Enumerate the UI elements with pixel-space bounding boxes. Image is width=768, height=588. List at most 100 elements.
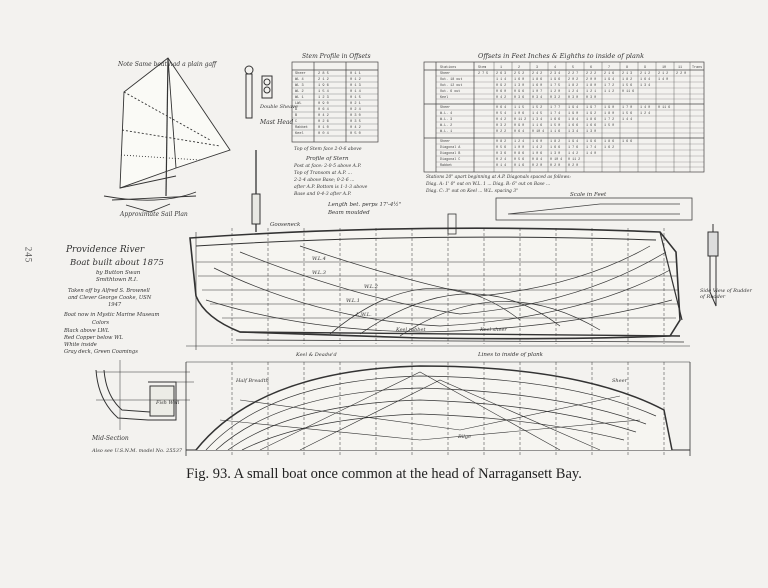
title-line-3: by Button Swan — [96, 270, 141, 276]
svg-text:1 8 2: 1 8 2 — [622, 78, 632, 82]
title-line-4: Smithtown R.I. — [96, 277, 138, 283]
stern-note: Profile of Stern — [305, 156, 349, 162]
beam-note: Beam moulded — [327, 210, 370, 216]
svg-text:0 2 6: 0 2 6 — [318, 120, 329, 124]
svg-text:1 5 6: 1 5 6 — [622, 112, 632, 116]
svg-text:1 4 0: 1 4 0 — [640, 106, 650, 110]
svg-text:0 1 1: 0 1 1 — [350, 72, 361, 76]
svg-text:0 9 0: 0 9 0 — [318, 102, 329, 106]
svg-text:0 10 4: 0 10 4 — [550, 158, 562, 162]
svg-text:A: A — [295, 108, 298, 112]
svg-text:0 11 2: 0 11 2 — [568, 158, 580, 162]
svg-text:8: 8 — [626, 66, 628, 70]
svg-text:Sheer: Sheer — [440, 71, 450, 76]
svg-text:2 1 3: 2 1 3 — [622, 72, 632, 76]
svg-text:Out. 12 out: Out. 12 out — [440, 84, 462, 88]
svg-text:1: 1 — [500, 66, 502, 70]
svg-text:9: 9 — [644, 66, 646, 70]
svg-text:1 7 2: 1 7 2 — [604, 84, 614, 88]
svg-text:1 4 0: 1 4 0 — [658, 78, 668, 82]
svg-text:Diag. C: 3" out on Keel ... W.: Diag. C: 3" out on Keel ... W.L. spacing… — [425, 189, 518, 194]
svg-text:0 8 2: 0 8 2 — [496, 140, 506, 144]
svg-text:0 1 0: 0 1 0 — [318, 126, 329, 130]
svg-text:1 6 4: 1 6 4 — [640, 78, 650, 82]
svg-text:C: C — [295, 120, 297, 124]
svg-text:0 5 6: 0 5 6 — [496, 146, 506, 150]
svg-text:1 9 4: 1 9 4 — [568, 140, 578, 144]
svg-text:0 4 2: 0 4 2 — [350, 126, 361, 130]
svg-text:1 4 0: 1 4 0 — [586, 152, 596, 156]
svg-text:W.L. 3: W.L. 3 — [440, 118, 452, 122]
svg-text:1 5 4: 1 5 4 — [318, 90, 329, 94]
svg-text:WL 1: WL 1 — [295, 96, 304, 100]
svg-text:1 1 4: 1 1 4 — [496, 78, 506, 82]
svg-text:Sheer: Sheer — [295, 71, 306, 76]
svg-text:1 1 5: 1 1 5 — [514, 106, 524, 110]
title-line-2: Boat built about 1875 — [69, 258, 164, 268]
svg-text:0 1 6: 0 1 6 — [514, 164, 524, 168]
svg-text:1 8 0: 1 8 0 — [586, 84, 596, 88]
svg-text:Top of Transom at A.P. ...: Top of Transom at A.P. ... — [294, 170, 353, 176]
svg-text:0 3 2: 0 3 2 — [550, 96, 560, 100]
svg-text:Out. 6 out: Out. 6 out — [440, 90, 460, 94]
svg-text:2 8 5: 2 8 5 — [318, 72, 329, 76]
svg-text:1 5 0: 1 5 0 — [604, 124, 614, 128]
title-line-13: Gray deck, Green Coamings — [64, 349, 138, 355]
svg-text:1 9 4: 1 9 4 — [568, 106, 578, 110]
svg-text:Sheer: Sheer — [440, 139, 450, 144]
svg-text:4: 4 — [554, 66, 556, 70]
svg-text:1 5 0: 1 5 0 — [550, 124, 560, 128]
svg-text:0 6 4: 0 6 4 — [318, 108, 329, 112]
svg-text:Out. 18 out: Out. 18 out — [440, 78, 462, 82]
svg-text:1 0 6: 1 0 6 — [514, 112, 524, 116]
scale-label: Scale in Feet — [570, 192, 607, 198]
wl3-label: W.L.3 — [312, 270, 326, 276]
svg-text:Top of Stem face 2-0-6 above: Top of Stem face 2-0-6 above — [294, 146, 362, 152]
svg-text:Trans: Trans — [692, 65, 702, 70]
svg-text:1 3 4: 1 3 4 — [532, 118, 542, 122]
svg-text:1 6 6: 1 6 6 — [550, 146, 560, 150]
title-line-1: Providence River — [65, 245, 145, 255]
svg-text:1 7 6: 1 7 6 — [568, 146, 578, 150]
svg-text:Keel: Keel — [295, 131, 304, 136]
svg-text:0 3 4: 0 3 4 — [532, 96, 542, 100]
svg-text:1 1 6: 1 1 6 — [550, 130, 560, 134]
svg-text:2 2 7: 2 2 7 — [568, 72, 578, 76]
svg-text:2 1 2: 2 1 2 — [658, 72, 668, 76]
also-see-note: Also see U.S.N.M. model No. 25537 — [91, 448, 183, 454]
svg-text:1 9 6: 1 9 6 — [318, 84, 329, 88]
svg-text:0 3 0: 0 3 0 — [350, 114, 361, 118]
svg-text:2 3 4: 2 3 4 — [550, 72, 560, 76]
svg-text:1 7 0: 1 7 0 — [622, 106, 632, 110]
svg-text:0 2 0: 0 2 0 — [568, 164, 578, 168]
svg-text:1 6 0: 1 6 0 — [514, 78, 524, 82]
svg-text:1 6 6: 1 6 6 — [550, 118, 560, 122]
svg-text:0 4 2: 0 4 2 — [496, 118, 506, 122]
rudder-label: Side View of Rudder — [700, 288, 753, 294]
svg-text:7: 7 — [608, 66, 610, 70]
svg-text:1 3 0: 1 3 0 — [550, 152, 560, 156]
svg-text:2 2 2: 2 2 2 — [586, 72, 596, 76]
svg-text:0 1 4: 0 1 4 — [350, 90, 361, 94]
title-line-9: Colors — [92, 320, 109, 326]
sheer-label: Sheer — [612, 378, 628, 384]
svg-text:1 7 2: 1 7 2 — [604, 118, 614, 122]
svg-text:1 3 0: 1 3 0 — [586, 130, 596, 134]
svg-text:Diagonal C: Diagonal C — [440, 157, 460, 162]
title-line-11: Red Copper below WL — [63, 335, 123, 341]
svg-text:1 9 4: 1 9 4 — [604, 78, 614, 82]
svg-text:1 8 2: 1 8 2 — [568, 84, 578, 88]
svg-text:0 9 2: 0 9 2 — [496, 84, 506, 88]
keel-deadwood-label: Keel & Deadw'd — [295, 352, 337, 358]
sail-plan — [103, 57, 231, 213]
svg-text:0 9 0: 0 9 0 — [514, 124, 524, 128]
svg-text:0 6 4: 0 6 4 — [496, 106, 506, 110]
svg-text:1 0 6: 1 0 6 — [532, 152, 542, 156]
svg-text:1 7 7: 1 7 7 — [550, 106, 560, 110]
offsets-notes: Stations 20" apart beginning at A.P. Dia… — [425, 175, 571, 194]
svg-text:2 7 5: 2 7 5 — [478, 72, 488, 76]
mast-head-label: Mast Head — [259, 119, 293, 126]
svg-text:1 9 2: 1 9 2 — [586, 112, 596, 116]
svg-text:1 6 6: 1 6 6 — [622, 140, 632, 144]
